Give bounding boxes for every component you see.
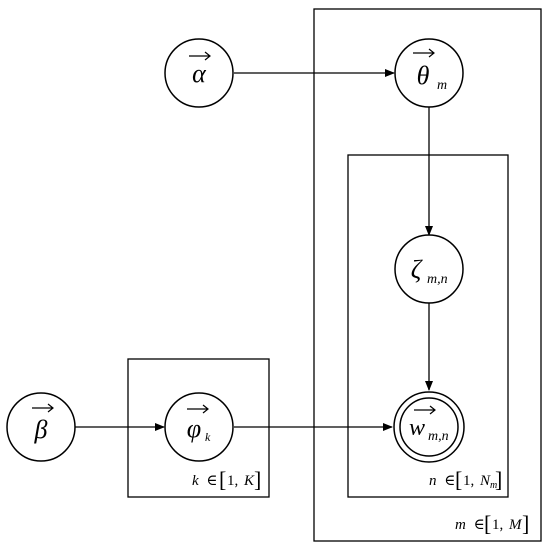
node-beta-symbol: β <box>34 415 48 444</box>
vector-arrow-icon <box>187 404 209 414</box>
svg-text:n ∈: n ∈ <box>429 473 455 489</box>
plate-sep: , <box>471 473 475 489</box>
node-phi: φ k <box>164 392 234 462</box>
plate-lower: 1 <box>492 517 500 533</box>
svg-text:1, Nm: 1, Nm <box>463 473 497 491</box>
word-plate-label: n ∈ [ 1, Nm ] <box>429 467 502 492</box>
vector-arrow-icon <box>414 405 436 415</box>
node-theta-subscript: m <box>437 78 447 93</box>
plate-var: k <box>192 473 199 489</box>
node-phi-symbol: φ <box>187 414 201 443</box>
svg-text:m ∈: m ∈ <box>455 517 485 533</box>
topic-plate-label: k ∈ [ 1, K ] <box>192 467 261 492</box>
left-bracket: [ <box>455 467 462 492</box>
right-bracket: ] <box>495 467 502 492</box>
plate-upper: K <box>243 473 255 489</box>
vector-arrow-icon <box>189 51 211 61</box>
node-zeta: ζ m,n <box>394 234 464 304</box>
plate-var: n <box>429 473 437 489</box>
node-w-symbol: w <box>409 415 425 441</box>
topic-plate <box>127 358 270 498</box>
plate-sep: , <box>500 517 504 533</box>
plate-upper: N <box>479 473 491 489</box>
node-alpha: α <box>164 38 234 108</box>
node-w-observed: w m,n <box>393 391 465 463</box>
left-bracket: [ <box>484 511 491 536</box>
left-bracket: [ <box>219 467 226 492</box>
node-alpha-symbol: α <box>192 59 207 88</box>
right-bracket: ] <box>522 511 529 536</box>
node-w-subscript: m,n <box>428 429 449 444</box>
plate-in-symbol: ∈ <box>206 473 217 489</box>
node-theta-symbol: θ <box>417 61 430 90</box>
plate-lower: 1 <box>463 473 471 489</box>
svg-text:k ∈: k ∈ <box>192 473 218 489</box>
node-zeta-subscript: m,n <box>427 272 448 287</box>
right-bracket: ] <box>254 467 261 492</box>
node-beta: β <box>6 392 76 462</box>
node-phi-subscript: k <box>205 430 211 444</box>
vector-arrow-icon <box>413 48 435 58</box>
vector-arrow-icon <box>32 403 54 413</box>
svg-text:1, M: 1, M <box>492 517 523 533</box>
plate-in-symbol: ∈ <box>474 517 485 533</box>
plate-lower: 1 <box>227 473 235 489</box>
document-plate <box>313 8 542 542</box>
plate-var: m <box>455 517 466 533</box>
plate-in-symbol: ∈ <box>444 473 455 489</box>
word-plate <box>347 154 509 498</box>
plate-upper: M <box>508 517 523 533</box>
plate-upper-sub: m <box>490 480 497 491</box>
node-theta: θ m <box>394 38 464 108</box>
svg-text:1, K: 1, K <box>227 473 255 489</box>
node-zeta-symbol: ζ <box>411 255 423 284</box>
document-plate-label: m ∈ [ 1, M ] <box>455 511 529 536</box>
plate-sep: , <box>235 473 239 489</box>
